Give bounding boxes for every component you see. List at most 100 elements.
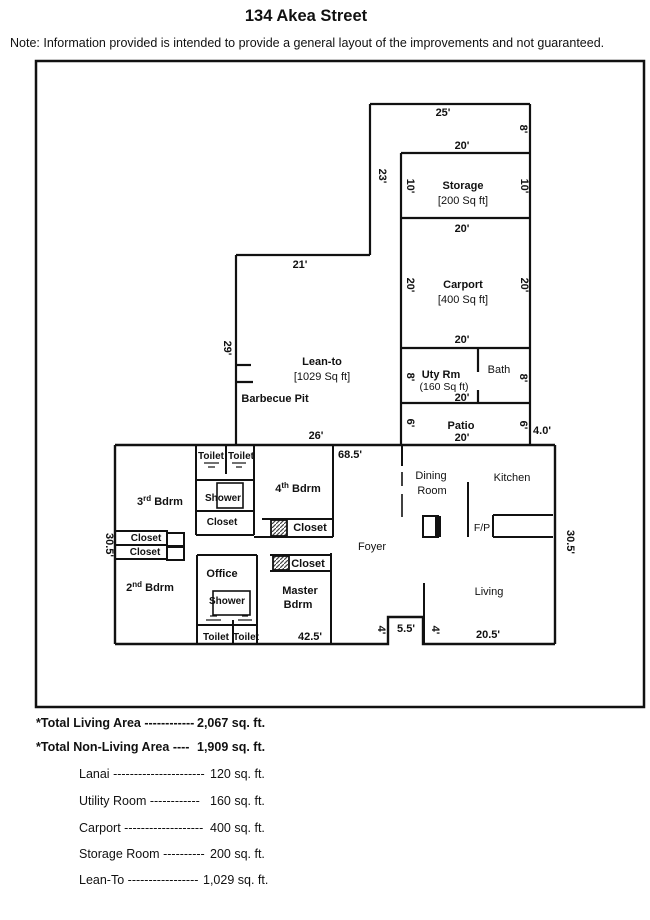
summary-row: Carport ------------------- 400 sq. ft. <box>79 821 265 835</box>
room-closet-4th: Closet <box>293 522 327 534</box>
summary-dashes: ----------------- <box>127 873 199 887</box>
page-title: 134 Akea Street <box>244 7 368 25</box>
room-bdrm2: 2nd Bdrm <box>126 580 174 594</box>
dim-8-top: 8' <box>517 125 529 134</box>
area-uty: (160 Sq ft) <box>419 381 468 393</box>
dim-20-patio-bottom: 20' <box>455 432 470 444</box>
dim-20-storage-top: 20' <box>455 140 470 152</box>
label-closet-left-1: Closet <box>131 533 162 544</box>
dim-20-carport-right: 20' <box>518 278 530 293</box>
summary-label: Lean-To <box>79 873 128 887</box>
room-living: Living <box>475 586 504 598</box>
room-kitchen: Kitchen <box>494 472 531 484</box>
dim-4-left: 4' <box>375 626 387 635</box>
dim-5-5: 5.5' <box>397 623 415 635</box>
room-bath: Bath <box>488 364 511 376</box>
fixture-labels: Toilet Toilet Shower Closet Closet Close… <box>130 451 260 643</box>
summary-label: Lanai <box>79 767 114 781</box>
dim-68-5: 68.5' <box>338 449 362 461</box>
label-toilet-3: Toilet <box>203 632 230 643</box>
label-toilet-1: Toilet <box>198 451 225 462</box>
area-labels: [200 Sq ft] [400 Sq ft] (160 Sq ft) [102… <box>294 195 530 598</box>
summary-value: 2,067 sq. ft. <box>197 716 266 730</box>
room-carport: Carport <box>443 279 483 291</box>
dim-10-left: 10' <box>404 179 416 194</box>
summary-row: *Total Non-Living Area ---- 1,909 sq. ft. <box>36 740 265 754</box>
label-closet-shower: Closet <box>207 517 238 528</box>
dim-42-5: 42.5' <box>298 631 322 643</box>
plan-border <box>34 59 646 709</box>
summary-row: Lanai ---------------------- 120 sq. ft. <box>79 767 265 781</box>
summary-value: 160 sq. ft. <box>210 794 265 808</box>
summary-value: 120 sq. ft. <box>210 767 265 781</box>
dim-20-carport-left: 20' <box>404 278 416 293</box>
summary-row: Lean-To ----------------- 1,029 sq. ft. <box>79 873 268 887</box>
walls-upper-structure <box>368 102 532 445</box>
dim-8-bath-right: 8' <box>517 374 529 383</box>
fireplace-box <box>435 516 441 537</box>
closet-hatch-box-1 <box>270 519 288 537</box>
dimension-labels: 25' 8' 20' 10' 10' 20' 20' 20' 20' 23' 8… <box>103 107 576 643</box>
room-patio: Patio <box>448 420 475 432</box>
summary-label: Storage Room <box>79 847 164 861</box>
summary-value: 400 sq. ft. <box>210 821 265 835</box>
summary-dashes: ------------------- <box>124 821 204 835</box>
summary-value: 1,909 sq. ft. <box>197 740 266 754</box>
room-leanto: Lean-to <box>302 356 342 368</box>
area-storage: [200 Sq ft] <box>438 195 488 207</box>
room-office: Office <box>206 568 237 580</box>
dim-4-0: 4.0' <box>533 425 551 437</box>
area-leanto: [1029 Sq ft] <box>294 371 350 383</box>
summary-dashes: ------------ <box>144 716 195 730</box>
summary-row: Storage Room ---------- 200 sq. ft. <box>79 847 265 861</box>
room-master-2: Bdrm <box>284 599 313 611</box>
closet-hatch-box-2 <box>272 555 290 571</box>
disclaimer-note: Note: Information provided is intended t… <box>10 36 605 50</box>
summary-row: Utility Room ------------ 160 sq. ft. <box>79 794 265 808</box>
label-toilet-2: Toilet <box>228 451 255 462</box>
toilet-fixtures <box>204 462 252 621</box>
room-closet-master: Closet <box>291 558 325 570</box>
dim-6-right: 6' <box>517 421 529 430</box>
dim-10-right: 10' <box>518 179 530 194</box>
dim-23: 23' <box>376 169 388 184</box>
room-foyer: Foyer <box>358 541 386 553</box>
summary-dashes: ---- <box>172 740 190 754</box>
walls-lean-to <box>234 253 370 445</box>
summary-dashes: ---------- <box>163 847 205 861</box>
walls-main-house <box>113 443 557 646</box>
label-shower-bottom: Shower <box>209 596 245 607</box>
room-dining-1: Dining <box>415 470 446 482</box>
dim-30-5-right: 30.5' <box>564 530 576 554</box>
room-bdrm3: 3rd Bdrm <box>137 494 183 508</box>
label-shower-top: Shower <box>205 493 241 504</box>
area-carport: [400 Sq ft] <box>438 294 488 306</box>
dim-20-storage-bottom: 20' <box>455 223 470 235</box>
room-uty: Uty Rm <box>422 369 461 381</box>
room-storage: Storage <box>443 180 484 192</box>
room-master-1: Master <box>282 585 318 597</box>
dim-25: 25' <box>436 107 451 119</box>
label-toilet-4: Toilet <box>233 632 260 643</box>
summary-dashes: ------------ <box>149 794 200 808</box>
dim-8-uty-left: 8' <box>404 373 416 382</box>
summary-value: 1,029 sq. ft. <box>203 873 269 887</box>
dim-20-uty-bottom: 20' <box>455 392 470 404</box>
summary-row: *Total Living Area ------------2,067 sq.… <box>36 716 265 730</box>
dim-20-5: 20.5' <box>476 629 500 641</box>
summary-label: *Total Living Area <box>36 716 145 730</box>
room-bdrm4: 4th Bdrm <box>275 481 321 495</box>
label-closet-left-2: Closet <box>130 547 161 558</box>
dim-20-carport-bottom: 20' <box>455 334 470 346</box>
summary-label: Carport <box>79 821 125 835</box>
dim-4-right: 4' <box>429 626 441 635</box>
dim-6-left: 6' <box>404 419 416 428</box>
summary-label: Utility Room <box>79 794 150 808</box>
summary-label: *Total Non-Living Area <box>36 740 173 754</box>
summary-dashes: ---------------------- <box>113 767 205 781</box>
room-labels: Storage Carport Uty Rm Patio Lean-to Bar… <box>126 180 483 611</box>
summary-value: 200 sq. ft. <box>210 847 265 861</box>
dim-30-5-left: 30.5' <box>103 533 115 557</box>
